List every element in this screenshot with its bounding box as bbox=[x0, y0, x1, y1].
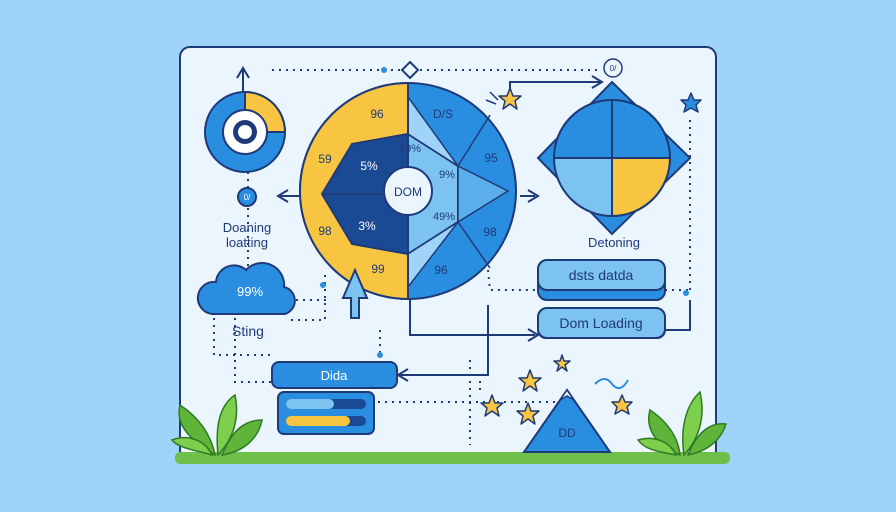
star-icon bbox=[480, 394, 504, 417]
progress-bars-icon bbox=[277, 391, 375, 435]
right-gauge-badge bbox=[603, 58, 623, 78]
sparkle-lines bbox=[485, 91, 499, 105]
right-gauge-badge-text: 0/ bbox=[610, 64, 617, 73]
wheel-segment-99: 99 bbox=[371, 262, 385, 276]
plant-icon bbox=[170, 393, 263, 457]
connector-dot bbox=[381, 67, 387, 73]
wheel-segment-95: 95 bbox=[484, 151, 498, 165]
wheel-segment-3pct: 3% bbox=[358, 219, 376, 233]
squiggle-icon bbox=[594, 378, 629, 390]
triangle-label: DD bbox=[558, 426, 576, 440]
cloud-icon bbox=[196, 262, 296, 315]
right-gauge-icon bbox=[536, 80, 692, 236]
left-gauge-label-2: loatting bbox=[226, 235, 268, 250]
cloud-label: Sting bbox=[232, 323, 264, 339]
wheel-center-label: DOM bbox=[394, 185, 422, 199]
wheel-segment-5pct: 5% bbox=[360, 159, 378, 173]
ground-strip bbox=[175, 452, 730, 464]
star-icon bbox=[553, 354, 571, 372]
star-icon bbox=[498, 87, 522, 110]
wheel-segment-98-left: 98 bbox=[318, 224, 332, 238]
dom-wheel bbox=[299, 81, 517, 301]
wheel-segment-96-bottom: 96 bbox=[434, 263, 448, 277]
plant-icon bbox=[636, 390, 727, 457]
left-gauge-badge bbox=[237, 187, 257, 207]
star-icon bbox=[680, 92, 702, 113]
diamond-node-icon bbox=[400, 60, 420, 80]
wheel-segment-59pct: 59% bbox=[399, 143, 421, 155]
wheel-segment-9pct: 9% bbox=[439, 169, 455, 181]
data-pill bbox=[537, 259, 666, 301]
wheel-segment-ds: D/S bbox=[433, 107, 453, 121]
arrow-up-icon bbox=[341, 267, 369, 319]
wheel-segment-96: 96 bbox=[370, 107, 384, 121]
bottom-pill bbox=[271, 361, 398, 389]
connector-dot bbox=[377, 352, 383, 358]
wheel-segment-59: 59 bbox=[318, 152, 332, 166]
cloud-value: 99% bbox=[237, 284, 263, 299]
wheel-segment-98-right: 98 bbox=[483, 225, 497, 239]
data-pill-text: dsts datda bbox=[569, 267, 634, 283]
wheel-segment-49pct: 49% bbox=[433, 211, 455, 223]
left-gauge-badge-text: 0/ bbox=[244, 193, 251, 202]
star-icon bbox=[518, 369, 542, 392]
stars-group bbox=[480, 87, 702, 425]
connector-dot bbox=[320, 282, 326, 288]
connector-dot bbox=[683, 290, 689, 296]
ring-gauge-icon bbox=[204, 90, 287, 173]
bottom-pill-text: Dida bbox=[321, 368, 349, 383]
left-gauge-label-1: Doaning bbox=[223, 220, 271, 235]
star-icon bbox=[516, 402, 540, 425]
right-gauge-label: Detoning bbox=[588, 235, 640, 250]
star-icon bbox=[611, 394, 633, 415]
loading-pill bbox=[537, 307, 666, 339]
triangle-icon bbox=[522, 388, 612, 453]
loading-pill-text: Dom Loading bbox=[559, 315, 642, 331]
